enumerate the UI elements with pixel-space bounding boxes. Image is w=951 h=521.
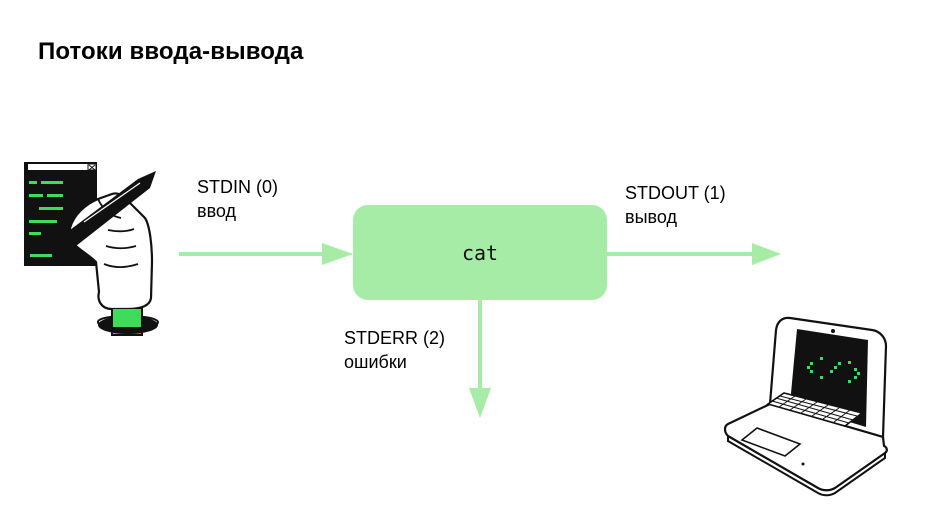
stdin-name: STDIN (0)	[197, 177, 278, 197]
page-title: Потоки ввода-вывода	[38, 38, 304, 65]
stdout-arrow	[607, 243, 781, 265]
stdout-name: STDOUT (1)	[625, 183, 726, 203]
stdout-desc: вывод	[625, 207, 677, 227]
stderr-desc: ошибки	[344, 352, 407, 372]
stderr-name: STDERR (2)	[344, 328, 446, 348]
laptop-terminal-icon	[723, 316, 888, 497]
stderr-arrow	[469, 300, 491, 418]
process-label: cat	[461, 240, 499, 265]
process-box: cat	[353, 205, 607, 300]
stderr-label: STDERR (2) ошибки	[344, 326, 445, 374]
stdin-desc: ввод	[197, 201, 237, 221]
stdout-label: STDOUT (1) вывод	[625, 181, 726, 229]
stdin-arrow	[179, 243, 353, 265]
hand-writing-terminal-icon	[24, 162, 160, 336]
stdin-label: STDIN (0) ввод	[197, 175, 278, 223]
